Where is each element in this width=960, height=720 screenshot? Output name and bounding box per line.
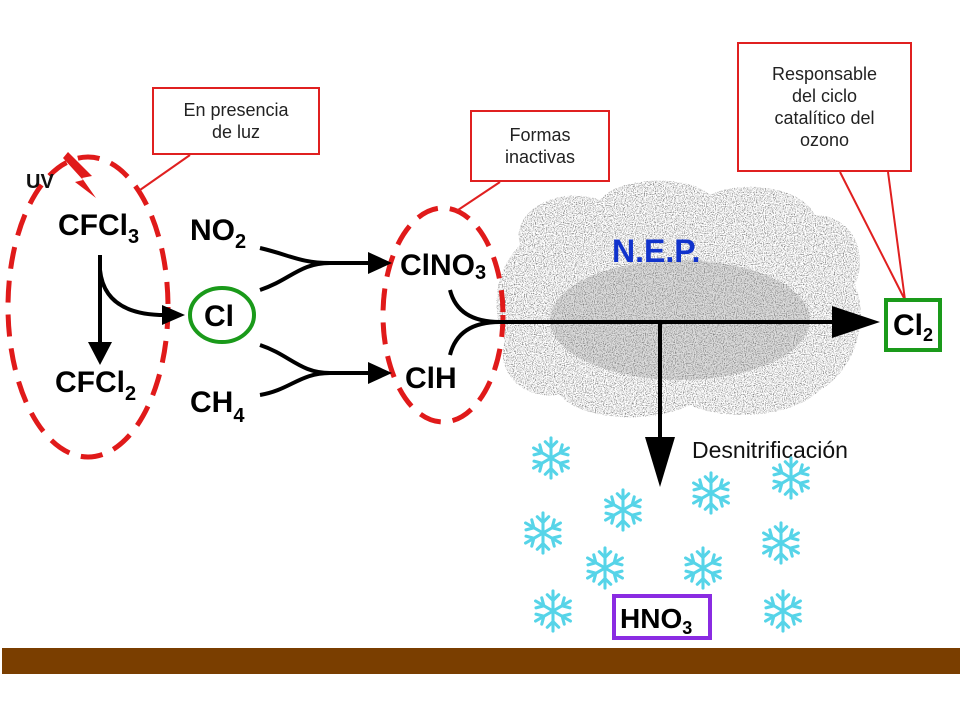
cfc-dashed-ellipse [5,154,171,460]
callout-inactive-line: inactivas [504,147,576,167]
arrow-cfcl3-to-cfcl2-head [88,342,112,365]
arrow-to-clh-head [368,362,392,384]
cl2-label: Cl2 [893,309,933,345]
callout-catalytic-cycle: Responsable del ciclo catalítico del ozo… [737,42,912,172]
lightning-icon [63,152,96,198]
uv-label: UV [26,171,54,193]
arrow-to-cl [98,269,166,317]
arrow-cl-merge-bottom [259,343,331,375]
callout-cycle-line: ozono [799,130,850,150]
denitrification-label: Desnitrificación [692,437,848,463]
arrow-denitrification-head [645,437,675,487]
arrow-to-cl-head [162,305,185,325]
callout-light-pointer [139,154,191,191]
snowflake-icon [759,521,803,565]
callout-light-line: de luz [211,122,261,142]
cfcl2-label: CFCl2 [55,366,136,405]
ground-bar [2,648,960,674]
arrow-cl-merge-top [259,261,331,292]
snowflake-icon [681,546,725,590]
callout-light-line: En presencia [183,100,289,120]
callout-cycle-line: Responsable [771,64,878,84]
ch4-label: CH4 [190,386,245,427]
arrow-to-cl2-head [832,306,880,338]
arrow-clno3-merge [448,289,501,324]
callout-inactive-forms: Formas inactivas [470,110,610,182]
snowflake-icon [689,471,733,515]
snowflake-icon [761,589,805,633]
snowflake-icon [529,436,573,480]
callout-cycle-line: catalítico del [774,108,875,128]
cl2-box [884,298,942,352]
clh-label: ClH [405,362,457,395]
nep-label: N.E.P. [612,233,700,269]
no2-label: NO2 [190,214,246,253]
clno3-label: ClNO3 [400,249,486,284]
arrow-no2-merge [259,246,331,265]
arrow-ch4-merge [259,371,331,397]
snowflake-icon [521,511,565,555]
cl-label: Cl [204,300,234,333]
snowflake-icon [583,546,627,590]
hno3-label: HNO3 [620,603,692,638]
snowflake-icon [601,488,645,532]
nep-cloud [496,180,861,418]
callout-in-presence-of-light: En presencia de luz [152,87,320,155]
cfcl3-label: CFCl3 [58,209,139,248]
arrow-clh-merge [448,320,501,356]
cl-circle [188,286,256,344]
hno3-box [612,594,712,640]
callout-inactive-line: Formas [509,125,571,145]
inactive-dashed-ellipse [380,205,506,425]
arrow-to-clno3-head [368,252,392,274]
callout-cycle-line: del ciclo [791,86,857,106]
callout-inactive-pointer [454,181,501,213]
snowflake-icon [531,589,575,633]
snowflake-icon [769,456,813,500]
